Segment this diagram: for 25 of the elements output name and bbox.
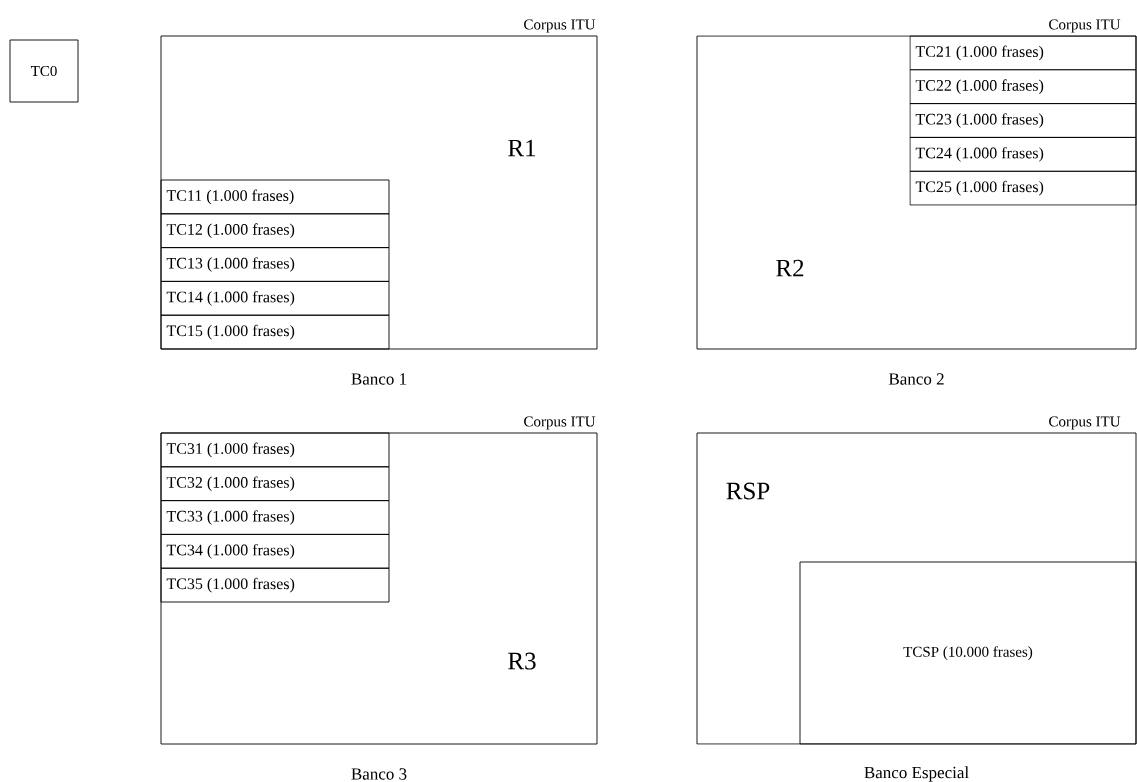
test-set-row: TC13 (1.000 frases) xyxy=(160,247,390,282)
test-set-row: TC22 (1.000 frases) xyxy=(909,69,1137,105)
test-set-row: TC31 (1.000 frases) xyxy=(160,432,390,468)
bank-caption: Banco 1 xyxy=(351,373,407,385)
node-label: Corpus ITU xyxy=(1049,19,1121,33)
test-set-row: TC35 (1.000 frases) xyxy=(160,567,390,603)
bank-caption: Banco Especial xyxy=(864,766,969,782)
node-label: Corpus ITU xyxy=(1049,416,1121,430)
test-set-row: TC15 (1.000 frases) xyxy=(160,314,390,350)
test-set-row: TC23 (1.000 frases) xyxy=(909,103,1137,138)
bank-caption: Banco 3 xyxy=(351,768,407,780)
test-set-row: TC25 (1.000 frases) xyxy=(909,170,1137,206)
test-set-row: TC24 (1.000 frases) xyxy=(909,136,1137,172)
test-box: TC0 xyxy=(9,39,79,103)
test-set-row: TC33 (1.000 frases) xyxy=(160,500,390,535)
bank-caption: Banco 2 xyxy=(888,373,944,385)
test-set-row: TC14 (1.000 frases) xyxy=(160,280,390,316)
test-set-row: TC12 (1.000 frases) xyxy=(160,213,390,249)
test-set-row: TC11 (1.000 frases) xyxy=(160,179,390,215)
node-label: Corpus ITU xyxy=(524,19,596,33)
test-set-row: TC32 (1.000 frases) xyxy=(160,466,390,502)
test-set-row: TC21 (1.000 frases) xyxy=(909,35,1137,71)
node-label: Corpus ITU xyxy=(524,416,596,430)
test-set-row: TC34 (1.000 frases) xyxy=(160,533,390,569)
test-box: TCSP (10.000 frases) xyxy=(799,561,1137,745)
